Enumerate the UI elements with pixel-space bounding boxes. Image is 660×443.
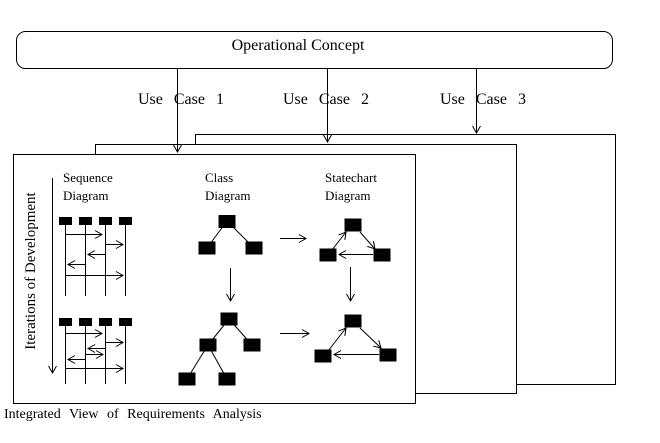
transition-arrow [327,327,347,352]
statechart-diagram-header: Statechart Diagram [325,169,377,205]
class-diagram-header-line1: Class [205,170,234,185]
object-head [79,217,92,225]
class-node [218,372,236,386]
operational-concept-box [16,31,613,69]
state-node [314,349,332,363]
state-node [344,314,362,328]
statechart-diagram-header-line2: Diagram [325,188,371,203]
class-diagram-header: Class Diagram [205,169,250,205]
class-node [178,372,196,386]
class-diagram-iteration-1 [198,215,263,255]
sequence-diagram-iteration-1 [59,217,132,296]
sequence-diagram-header: Sequence Diagram [63,169,113,205]
sequence-diagram-header-line1: Sequence [63,170,113,185]
class-node [199,338,217,352]
object-head [119,217,132,225]
iterations-of-development-label: Iterations of Development [23,192,39,350]
use-case-connectors [173,68,481,154]
state-node [319,248,337,262]
statechart-diagram-header-line1: Statechart [325,170,377,185]
transition-arrow [331,231,347,251]
statechart-diagram-iteration-2 [314,314,397,363]
statechart-diagram-iteration-1 [319,218,391,262]
use-case-2-label: Use Case 2 [283,91,369,108]
class-diagram-iteration-2 [178,312,261,386]
class-node [198,241,216,255]
sequence-diagram-header-line2: Diagram [63,188,109,203]
object-head [79,318,92,326]
class-diagram-header-line2: Diagram [205,188,251,203]
class-node [245,241,263,255]
class-node [243,338,261,352]
use-case-panel-1 [13,154,416,404]
state-node [344,218,362,232]
object-head [99,318,112,326]
class-node [220,312,238,326]
sequence-diagram-iteration-2 [59,318,132,384]
object-head [119,318,132,326]
figure-caption: Integrated View of Requirements Analysis [4,407,262,422]
state-node [373,248,391,262]
use-case-1-label: Use Case 1 [138,91,224,108]
transition-arrow [359,327,382,349]
object-head [99,217,112,225]
use-case-3-label: Use Case 3 [440,91,526,108]
class-node [218,215,236,228]
panel-stack [13,134,616,404]
object-head [59,217,72,225]
state-node [379,348,397,362]
transition-arrow [359,231,376,250]
operational-concept-label: Operational Concept [231,37,365,54]
object-head [59,318,72,326]
